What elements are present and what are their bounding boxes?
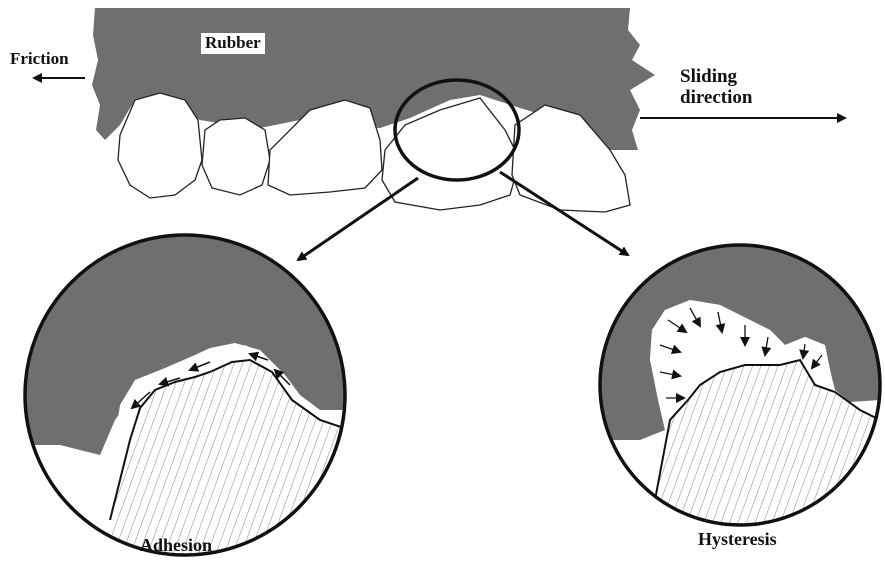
sliding-label-line2: direction bbox=[680, 87, 752, 108]
hysteresis-label: Hysteresis bbox=[698, 530, 777, 550]
rubber-label: Rubber bbox=[201, 33, 265, 54]
sliding-label-line1: Sliding bbox=[680, 66, 752, 87]
sliding-direction-label: Sliding direction bbox=[680, 66, 752, 109]
hysteresis-inset bbox=[600, 245, 880, 540]
adhesion-label: Adhesion bbox=[140, 536, 212, 556]
friction-label: Friction bbox=[10, 50, 69, 69]
adhesion-inset bbox=[20, 235, 350, 560]
